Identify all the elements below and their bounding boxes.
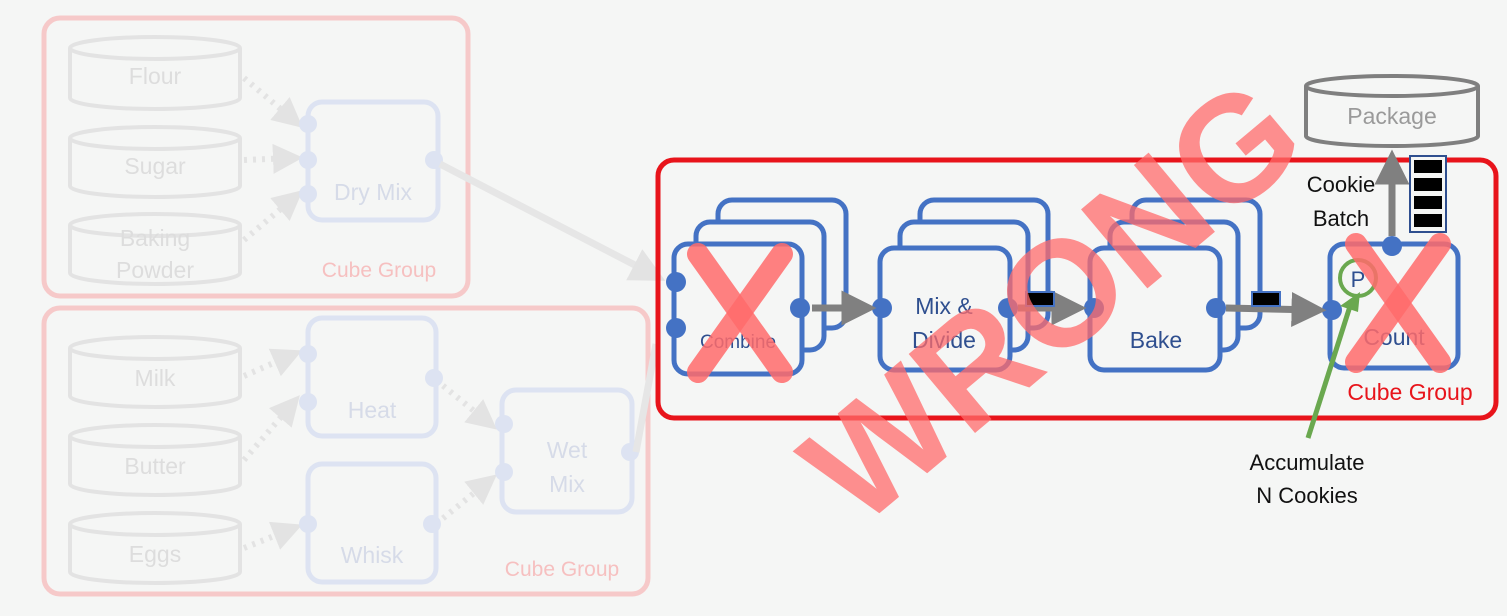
flour-label: Flour — [129, 63, 182, 89]
n-cookies-label: N Cookies — [1256, 483, 1357, 508]
wet-label: Wet — [547, 437, 588, 463]
heat-ports — [299, 345, 443, 411]
batch-label: Batch — [1313, 206, 1369, 231]
baking-label: Baking — [120, 225, 190, 251]
accumulate-arrow — [1305, 299, 1355, 439]
cookie-label: Cookie — [1307, 172, 1375, 197]
bake-stack — [1087, 197, 1263, 373]
mix-output-buffer — [1025, 291, 1055, 307]
main-cube-group-border — [655, 157, 1499, 421]
divide-label: Divide — [912, 327, 976, 353]
dry-mix-label: Dry Mix — [334, 179, 412, 205]
dry-mix-ports — [299, 115, 443, 203]
mix-divide-ports — [872, 298, 1018, 318]
mix-label: Mix — [549, 471, 585, 497]
dry-group-border — [41, 15, 471, 299]
sugar-label: Sugar — [124, 153, 186, 179]
milk-label: Milk — [135, 365, 176, 391]
butter-label: Butter — [124, 453, 186, 479]
cookie-batch-stack — [1409, 155, 1447, 233]
accumulate-label: Accumulate — [1250, 450, 1365, 475]
wet-input-arrows — [241, 348, 497, 551]
wet-group-border — [41, 305, 651, 597]
accumulate-arrowhead — [1340, 292, 1360, 312]
milk-db-icon — [68, 335, 242, 409]
whisk-ports — [299, 515, 441, 533]
baking-powder-db-icon — [68, 212, 242, 286]
mix-divide-stack — [877, 197, 1051, 373]
mix-and-label: Mix & — [915, 293, 973, 319]
combine-x-mark-icon — [687, 243, 793, 383]
dry-cube-group: Flour Sugar Baking Powder Dry Mix Cube G… — [41, 15, 471, 299]
butter-db-icon — [68, 423, 242, 497]
main-group-label: Cube Group — [1347, 379, 1472, 405]
bake-label: Bake — [1130, 327, 1182, 353]
whisk-label: Whisk — [341, 542, 404, 568]
package-db-icon — [1304, 74, 1480, 148]
eggs-label: Eggs — [129, 541, 181, 567]
dry-input-arrows — [242, 75, 303, 243]
wet-group-label: Cube Group — [505, 558, 619, 581]
eggs-db-icon — [68, 511, 242, 585]
combine-ports — [666, 272, 810, 338]
p-marker-label: P — [1351, 267, 1366, 292]
bake-output-buffer — [1251, 291, 1281, 307]
bake-ports — [1084, 298, 1226, 318]
package-label: Package — [1347, 103, 1437, 129]
count-ports — [1322, 236, 1402, 320]
wet-cube-group: Milk Butter Eggs Heat Whisk — [41, 305, 651, 597]
main-flow-arrows — [812, 149, 1410, 327]
dry-group-label: Cube Group — [322, 259, 436, 282]
count-x-mark-icon — [1345, 233, 1451, 373]
powder-label: Powder — [116, 257, 194, 283]
sugar-db-icon — [68, 125, 242, 199]
group-connectors — [438, 160, 666, 453]
heat-label: Heat — [348, 397, 397, 423]
flour-db-icon — [68, 35, 242, 111]
